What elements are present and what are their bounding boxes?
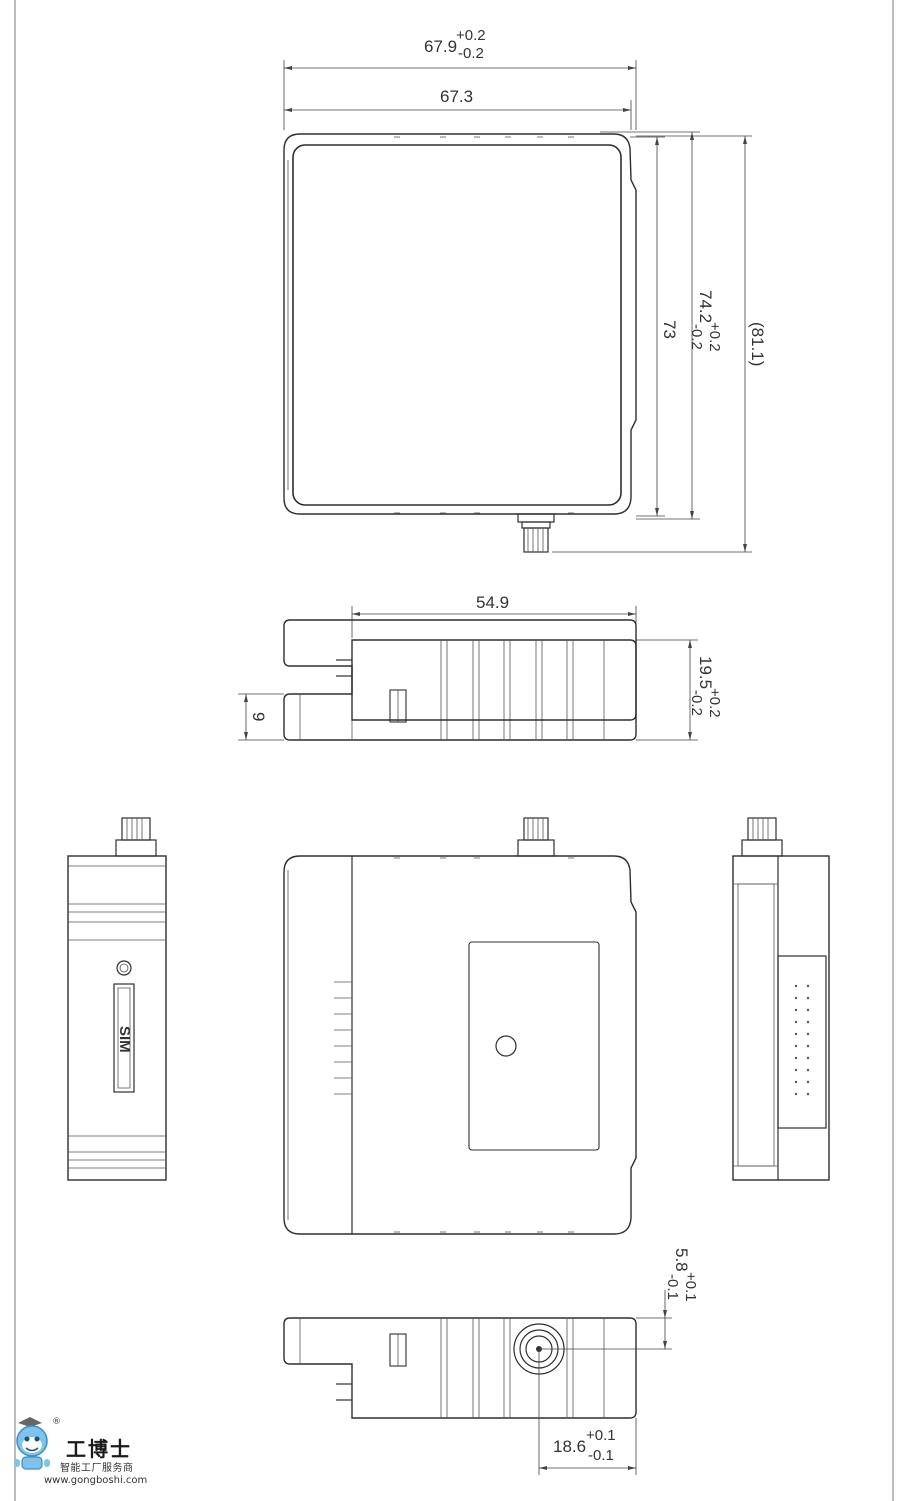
- dim-outer-height-upper: +0.2: [706, 322, 723, 352]
- dim-inner-height-text: 73: [660, 320, 679, 339]
- watermark-brand: 工博士: [66, 1437, 132, 1461]
- dim-inner-width-text: 67.3: [440, 87, 473, 106]
- left-end-sim-label: SIM: [116, 1026, 133, 1053]
- dim-side-thickness-upper: +0.2: [706, 688, 723, 718]
- left-end-view: SIM: [67, 817, 167, 1181]
- top-view-antenna-connector: [517, 513, 555, 553]
- dim-outer-width: 67.9 +0.2 -0.2: [283, 27, 637, 130]
- side-view-ribs: [440, 640, 605, 740]
- dim-outer-width-nominal: 67.9: [424, 37, 457, 56]
- robot-mascot-icon: [14, 1417, 50, 1470]
- bottom-view-detail: 5.8 +0.1 -0.1 18.6 +0.1 -0.1: [283, 1248, 699, 1475]
- front-view-body: [283, 855, 637, 1235]
- side-view-pins: [336, 659, 352, 677]
- dim-side-length: 54.9: [351, 593, 637, 638]
- dim-outer-height-lower: -0.2: [688, 324, 705, 350]
- watermark-tagline: 智能工厂服务商: [60, 1463, 134, 1474]
- dim-connector-offset-nominal: 5.8: [672, 1248, 691, 1272]
- dim-side-length-text: 54.9: [476, 593, 509, 612]
- dim-connector-offset: 5.8 +0.1 -0.1: [539, 1248, 699, 1350]
- side-view-body: [283, 639, 637, 741]
- dim-total-height: (81.1): [552, 135, 767, 553]
- left-end-connector: [115, 817, 157, 857]
- right-end-body: [732, 855, 830, 1181]
- dim-total-height-text: (81.1): [748, 322, 767, 366]
- dim-connector-offset-upper: +0.1: [682, 1272, 699, 1302]
- left-end-body: [67, 855, 167, 1181]
- left-end-led: [116, 960, 132, 976]
- top-view: 67.9 +0.2 -0.2 67.3 73: [283, 27, 767, 553]
- left-end-sim-tray: [113, 983, 135, 1093]
- dim-step-height-text: 9: [249, 712, 268, 721]
- dim-connector-position-nominal: 18.6: [553, 1437, 586, 1456]
- dim-inner-width: 67.3: [284, 87, 632, 130]
- watermark-logo: ® 工博士 智能工厂服务商 www.gongboshi.com: [8, 1415, 148, 1495]
- dim-side-thickness-nominal: 19.5: [696, 656, 715, 689]
- dim-inner-height: 73: [630, 136, 679, 517]
- top-view-inner-panel: [292, 144, 622, 506]
- right-end-terminal-pins: [794, 984, 810, 1096]
- front-view-antenna-connector: [517, 817, 555, 857]
- front-view-side-vents: [334, 981, 352, 1095]
- front-view-screw-hole: [495, 1035, 517, 1057]
- right-end-terminal-block: [777, 955, 827, 1129]
- dim-side-thickness-lower: -0.2: [688, 690, 705, 716]
- front-view: [283, 817, 637, 1235]
- right-end-connector: [741, 817, 783, 857]
- watermark-url: www.gongboshi.com: [44, 1475, 148, 1486]
- dim-outer-width-lower: -0.2: [458, 45, 484, 62]
- dim-outer-height: 74.2 +0.2 -0.2: [600, 131, 723, 520]
- dim-side-thickness: 19.5 +0.2 -0.2: [636, 639, 723, 741]
- dim-connector-position-lower: -0.1: [588, 1447, 614, 1464]
- dim-connector-offset-lower: -0.1: [664, 1274, 681, 1300]
- bottom-view-body: [283, 619, 637, 721]
- dim-outer-height-nominal: 74.2: [696, 290, 715, 323]
- top-view-outer-body: [283, 133, 637, 515]
- dim-step-height: 9: [238, 693, 284, 741]
- dim-connector-position: 18.6 +0.1 -0.1: [538, 1349, 637, 1475]
- left-end-ribs: [68, 865, 166, 1169]
- right-end-view: [732, 817, 830, 1181]
- watermark-registered: ®: [52, 1417, 61, 1427]
- front-view-label-area: [468, 941, 600, 1151]
- dim-connector-position-upper: +0.1: [586, 1427, 616, 1444]
- bottom-view: [283, 619, 637, 721]
- dim-outer-width-upper: +0.2: [456, 27, 486, 44]
